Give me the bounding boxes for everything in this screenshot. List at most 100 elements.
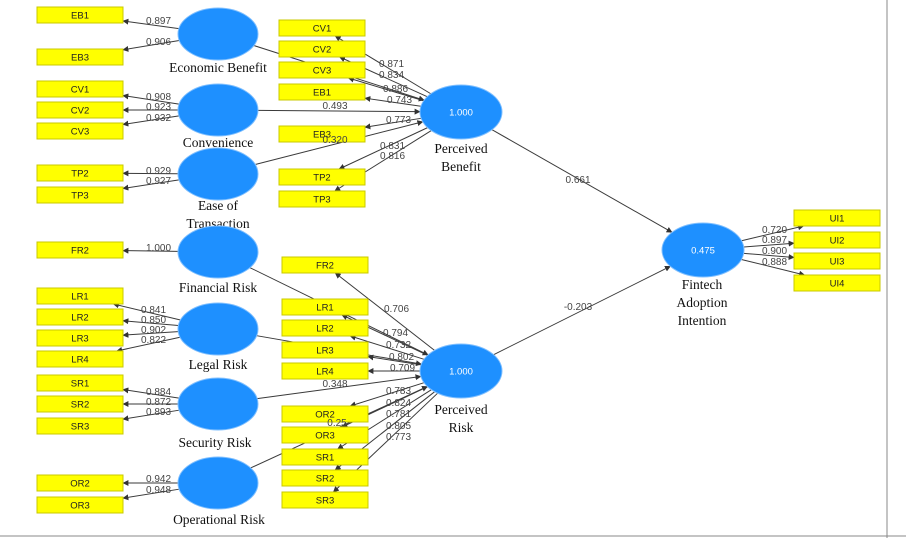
- indicator-tp2[interactable]: TP2: [36, 164, 124, 182]
- latent-label: Adoption: [676, 295, 727, 310]
- loading-value: 0.822: [141, 335, 166, 346]
- indicator-box: [36, 122, 124, 140]
- indicator-tp2[interactable]: TP2: [278, 168, 366, 186]
- indicator-box: [793, 252, 881, 270]
- indicator-label: LR3: [71, 334, 88, 345]
- loading-value: 0.932: [146, 113, 171, 124]
- latent-or[interactable]: Operational Risk: [173, 456, 265, 527]
- indicator-eb3[interactable]: EB3: [36, 48, 124, 66]
- loading-arrow: [349, 382, 425, 408]
- indicator-fr2[interactable]: FR2: [281, 256, 369, 274]
- indicator-box: [278, 19, 366, 37]
- indicator-label: SR3: [71, 422, 89, 433]
- latent-eb[interactable]: Economic Benefit: [169, 7, 267, 75]
- indicator-label: SR1: [71, 379, 89, 390]
- loading-arrow: [338, 127, 428, 170]
- indicator-cv3[interactable]: CV3: [278, 61, 366, 79]
- indicator-box: [793, 231, 881, 249]
- indicator-lr2[interactable]: LR2: [36, 308, 124, 326]
- loading-value: 0.871: [379, 59, 404, 70]
- latent-fr[interactable]: Financial Risk: [177, 225, 259, 295]
- indicator-sr1[interactable]: SR1: [281, 448, 369, 466]
- indicator-lr3[interactable]: LR3: [281, 341, 369, 359]
- loading-arrow: [743, 252, 795, 261]
- indicator-ui1[interactable]: UI1: [793, 209, 881, 227]
- latent-label: Transaction: [186, 216, 249, 231]
- loading-value: 0.720: [762, 225, 787, 236]
- loading-arrow: [122, 18, 179, 30]
- indicator-cv1[interactable]: CV1: [278, 19, 366, 37]
- indicator-box: [36, 287, 124, 305]
- loading-arrow: [116, 336, 181, 353]
- indicator-ui4[interactable]: UI4: [793, 274, 881, 292]
- indicator-or2[interactable]: OR2: [281, 405, 369, 423]
- loading-arrow: [122, 387, 180, 399]
- indicator-lr1[interactable]: LR1: [281, 298, 369, 316]
- indicator-box: [36, 374, 124, 392]
- indicator-ui2[interactable]: UI2: [793, 231, 881, 249]
- indicator-sr2[interactable]: SR2: [36, 395, 124, 413]
- indicator-sr3[interactable]: SR3: [281, 491, 369, 509]
- indicator-lr2[interactable]: LR2: [281, 319, 369, 337]
- indicator-box: [36, 241, 124, 259]
- loading-value: 0.805: [386, 421, 411, 432]
- indicator-cv2[interactable]: CV2: [36, 101, 124, 119]
- loading-arrow: [122, 93, 180, 105]
- indicator-label: LR4: [71, 355, 88, 366]
- indicator-cv2[interactable]: CV2: [278, 40, 366, 58]
- indicator-label: UI4: [830, 279, 845, 290]
- loading-value: 0.886: [383, 84, 408, 95]
- indicator-box: [36, 417, 124, 435]
- indicator-box: [36, 80, 124, 98]
- indicator-box: [36, 308, 124, 326]
- latent-label: Ease of: [198, 198, 239, 213]
- latent-conv[interactable]: Convenience: [177, 83, 259, 150]
- indicator-label: LR3: [316, 346, 333, 357]
- latent-label: Economic Benefit: [169, 60, 267, 75]
- loading-arrow: [122, 115, 180, 127]
- indicator-tp3[interactable]: TP3: [278, 190, 366, 208]
- indicator-eb1[interactable]: EB1: [278, 83, 366, 101]
- indicator-lr1[interactable]: LR1: [36, 287, 124, 305]
- indicator-lr3[interactable]: LR3: [36, 329, 124, 347]
- latent-sr[interactable]: Security Risk: [177, 377, 259, 450]
- path-arrow: [491, 129, 673, 233]
- indicator-ui3[interactable]: UI3: [793, 252, 881, 270]
- loading-value: 0.794: [383, 328, 408, 339]
- indicator-fr2[interactable]: FR2: [36, 241, 124, 259]
- indicator-label: LR2: [316, 324, 333, 335]
- indicator-or2[interactable]: OR2: [36, 474, 124, 492]
- indicator-sr2[interactable]: SR2: [281, 469, 369, 487]
- indicator-lr4[interactable]: LR4: [36, 350, 124, 368]
- indicator-or3[interactable]: OR3: [36, 496, 124, 514]
- indicator-cv3[interactable]: CV3: [36, 122, 124, 140]
- indicator-tp3[interactable]: TP3: [36, 186, 124, 204]
- indicator-box: [793, 209, 881, 227]
- loading-value: 0.927: [146, 176, 171, 187]
- indicator-eb1[interactable]: EB1: [36, 6, 124, 24]
- loading-arrow: [334, 272, 435, 351]
- indicator-cv1[interactable]: CV1: [36, 80, 124, 98]
- loading-value: 0.900: [762, 246, 787, 257]
- loading-arrow: [122, 247, 179, 254]
- loading-value: 0.834: [379, 70, 404, 81]
- latent-lr[interactable]: Legal Risk: [177, 302, 259, 372]
- latent-label: Perceived: [434, 141, 487, 156]
- indicator-eb3[interactable]: EB3: [278, 125, 366, 143]
- indicator-box: [278, 168, 366, 186]
- indicator-box: [281, 319, 369, 337]
- indicator-lr4[interactable]: LR4: [281, 362, 369, 380]
- indicator-sr1[interactable]: SR1: [36, 374, 124, 392]
- latent-ellipse: [661, 222, 745, 278]
- indicator-sr3[interactable]: SR3: [36, 417, 124, 435]
- latent-eot[interactable]: Ease of Transaction: [177, 147, 259, 231]
- loading-value: 0.802: [389, 352, 414, 363]
- r-squared-value: 1.000: [449, 108, 473, 119]
- indicator-label: EB3: [313, 130, 331, 141]
- indicator-or3[interactable]: OR3: [281, 426, 369, 444]
